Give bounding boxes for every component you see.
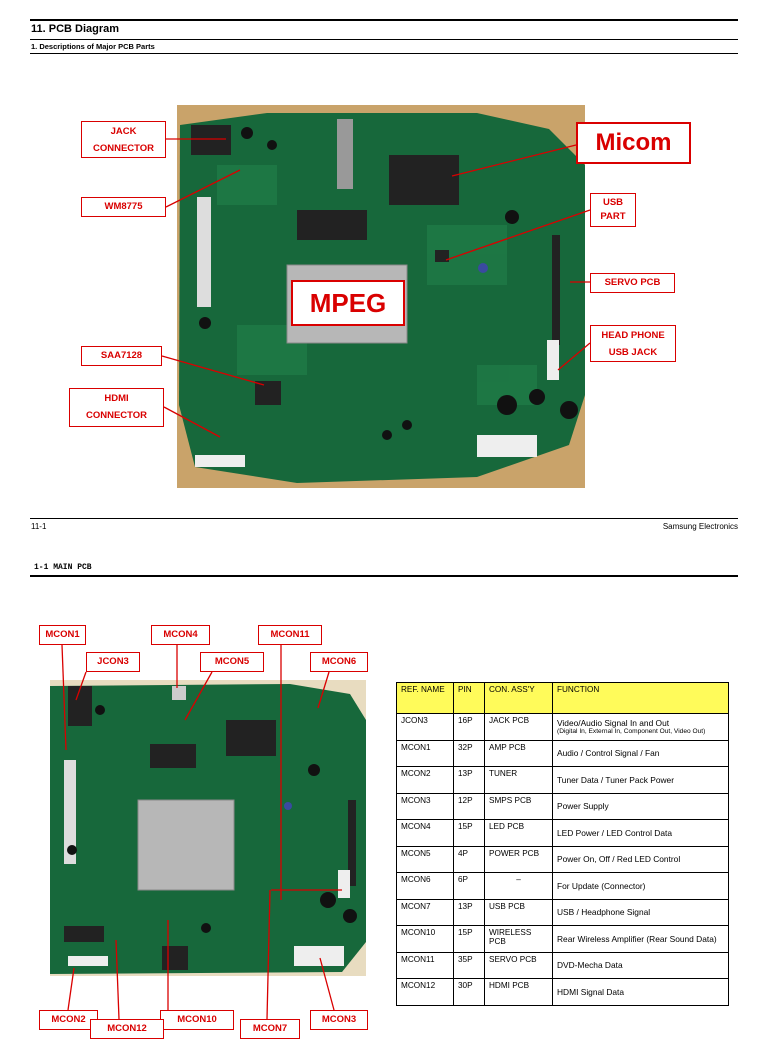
mcon7-label: MCON7	[240, 1019, 300, 1039]
cell-pin: 16P	[453, 713, 485, 741]
table-row: JCON3 16P JACK PCB Video/Audio Signal In…	[396, 713, 729, 741]
mcon5-label: MCON5	[200, 652, 264, 672]
cell-function: Rear Wireless Amplifier (Rear Sound Data…	[552, 925, 729, 953]
table-row: MCON12 30P HDMI PCB HDMI Signal Data	[396, 978, 729, 1006]
callout-lines-top	[161, 138, 591, 438]
pcb-photo-main	[50, 680, 366, 976]
mpeg-label: MPEG	[291, 280, 405, 326]
cell-assy: POWER PCB	[484, 845, 553, 873]
cell-pin: 12P	[453, 792, 485, 820]
cell-ref: MCON1	[396, 739, 454, 767]
function-note: (Digital In, External In, Component Out,…	[557, 728, 706, 736]
cell-ref: MCON11	[396, 951, 454, 979]
cell-function: Video/Audio Signal In and Out(Digital In…	[552, 713, 729, 741]
function-text: Video/Audio Signal In and Out	[557, 718, 670, 729]
cell-assy: HDMI PCB	[484, 978, 553, 1006]
cell-assy: AMP PCB	[484, 739, 553, 767]
cell-function: DVD-Mecha Data	[552, 951, 729, 979]
cell-ref: MCON4	[396, 819, 454, 847]
table-row: MCON5 4P POWER PCB Power On, Off / Red L…	[396, 845, 729, 873]
table-row: MCON4 15P LED PCB LED Power / LED Contro…	[396, 819, 729, 847]
mcon12-label: MCON12	[90, 1019, 164, 1039]
cell-ref: MCON5	[396, 845, 454, 873]
cell-ref: MCON6	[396, 872, 454, 900]
cell-pin: 13P	[453, 898, 485, 926]
table-row: MCON6 6P – For Update (Connector)	[396, 872, 729, 900]
table-header-row: REF. NAME PIN CON. ASS'Y FUNCTION	[396, 682, 729, 714]
cell-assy: LED PCB	[484, 819, 553, 847]
page-number: 11-1	[31, 522, 47, 531]
footer-rule	[30, 518, 738, 519]
cell-pin: 32P	[453, 739, 485, 767]
cell-ref: MCON7	[396, 898, 454, 926]
table-row: MCON2 13P TUNER Tuner Data / Tuner Pack …	[396, 766, 729, 794]
mcon11-label: MCON11	[258, 625, 322, 645]
table-row: MCON1 32P AMP PCB Audio / Control Signal…	[396, 739, 729, 767]
table-row: MCON11 35P SERVO PCB DVD-Mecha Data	[396, 951, 729, 979]
header-ref-name: REF. NAME	[396, 682, 454, 714]
cell-ref: MCON10	[396, 925, 454, 953]
cell-ref: JCON3	[396, 713, 454, 741]
callout-lines-bottom	[61, 644, 342, 1020]
table-row: MCON3 12P SMPS PCB Power Supply	[396, 792, 729, 820]
subtitle-rule	[30, 53, 738, 54]
cell-pin: 35P	[453, 951, 485, 979]
mcon6-label: MCON6	[310, 652, 368, 672]
cell-assy: JACK PCB	[484, 713, 553, 741]
connector-table: REF. NAME PIN CON. ASS'Y FUNCTION JCON3 …	[396, 682, 729, 1006]
cell-pin: 30P	[453, 978, 485, 1006]
section-title: 11. PCB Diagram	[31, 23, 120, 35]
cell-pin: 13P	[453, 766, 485, 794]
main-pcb-heading: 1-1 MAIN PCB	[34, 563, 92, 572]
cell-ref: MCON12	[396, 978, 454, 1006]
cell-pin: 15P	[453, 819, 485, 847]
cell-assy: SMPS PCB	[484, 792, 553, 820]
top-rule	[30, 19, 738, 21]
cell-ref: MCON3	[396, 792, 454, 820]
header-con-assy: CON. ASS'Y	[484, 682, 553, 714]
jcon3-label: JCON3	[86, 652, 140, 672]
wm8775-label: WM8775	[81, 197, 166, 217]
header-pin: PIN	[453, 682, 485, 714]
mcon3-label: MCON3	[310, 1010, 368, 1030]
cell-function: Power Supply	[552, 792, 729, 820]
header-function: FUNCTION	[552, 682, 729, 714]
cell-assy: SERVO PCB	[484, 951, 553, 979]
company-name: Samsung Electronics	[662, 522, 738, 531]
cell-function: HDMI Signal Data	[552, 978, 729, 1006]
cell-function: For Update (Connector)	[552, 872, 729, 900]
cell-assy: USB PCB	[484, 898, 553, 926]
cell-function: Audio / Control Signal / Fan	[552, 739, 729, 767]
micom-label: Micom	[576, 122, 691, 164]
subsection-title: 1. Descriptions of Major PCB Parts	[31, 42, 155, 51]
cell-pin: 15P	[453, 925, 485, 953]
cell-function: Tuner Data / Tuner Pack Power	[552, 766, 729, 794]
mcon4-label: MCON4	[151, 625, 210, 645]
mcon10-label: MCON10	[160, 1010, 234, 1030]
main-pcb-rule	[30, 575, 738, 577]
hdmi-connector-label: HDMI CONNECTOR	[69, 388, 164, 427]
usb-part-label: USB PART	[590, 193, 636, 227]
cell-pin: 6P	[453, 872, 485, 900]
table-row: MCON7 13P USB PCB USB / Headphone Signal	[396, 898, 729, 926]
servo-pcb-label: SERVO PCB	[590, 273, 675, 293]
cell-function: Power On, Off / Red LED Control	[552, 845, 729, 873]
cell-assy: TUNER	[484, 766, 553, 794]
cell-function: LED Power / LED Control Data	[552, 819, 729, 847]
cell-assy: WIRELESS PCB	[484, 925, 553, 953]
head-phone-usb-jack-label: HEAD PHONE USB JACK	[590, 325, 676, 362]
jack-connector-label: JACK CONNECTOR	[81, 121, 166, 158]
table-row: MCON10 15P WIRELESS PCB Rear Wireless Am…	[396, 925, 729, 953]
title-rule	[30, 39, 738, 40]
saa7128-label: SAA7128	[81, 346, 162, 366]
cell-function: USB / Headphone Signal	[552, 898, 729, 926]
cell-pin: 4P	[453, 845, 485, 873]
mcon1-label: MCON1	[39, 625, 86, 645]
cell-ref: MCON2	[396, 766, 454, 794]
cell-assy: –	[484, 872, 553, 900]
